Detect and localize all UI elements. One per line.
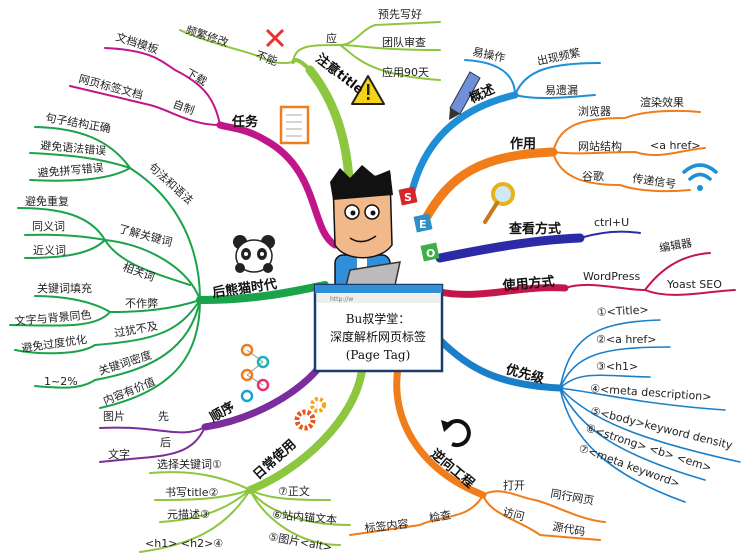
cube-letter: S <box>404 191 412 204</box>
node-source-code[interactable]: 源代码 <box>551 519 586 539</box>
node-priority-h1[interactable]: ③<h1> <box>596 360 638 373</box>
wifi-icon <box>682 163 718 191</box>
node-site-structure[interactable]: 网站结构 <box>578 139 622 153</box>
node-inspect[interactable]: 检查 <box>428 507 452 525</box>
node-editor[interactable]: 编辑器 <box>658 235 693 255</box>
x-icon <box>265 28 285 48</box>
node-view-method[interactable]: 查看方式 <box>508 221 561 237</box>
branch-usage-lines <box>436 252 736 298</box>
node-near-synonyms[interactable]: 近义词 <box>33 244 66 257</box>
node-body-text[interactable]: ⑦正文 <box>278 484 310 498</box>
browser-url: http://w <box>330 296 353 303</box>
node-understand-keywords[interactable]: 了解关键词 <box>117 221 174 249</box>
branch-daily-lines <box>139 366 366 553</box>
node-priority-title[interactable]: ①<Title> <box>596 303 648 319</box>
node-google[interactable]: 谷歌 <box>582 169 604 183</box>
node-tasks[interactable]: 任务 <box>231 114 259 130</box>
branch-overview-lines <box>406 59 601 204</box>
cartoon-character <box>330 165 401 291</box>
node-usage[interactable]: 使用方式 <box>501 274 555 295</box>
node-text-bg-same-color[interactable]: 文字与背景同色 <box>14 307 92 328</box>
undo-icon <box>441 419 471 448</box>
node-internal-anchor[interactable]: ⑥站内锚文本 <box>272 507 338 527</box>
branch-view-lines <box>435 230 641 263</box>
magnifier-icon <box>483 182 515 224</box>
node-ctrl-u[interactable]: ctrl+U <box>594 216 629 229</box>
node-a-href[interactable]: <a href> <box>650 139 701 152</box>
branch-function-lines <box>420 109 706 225</box>
node-syntax-grammar[interactable]: 句法和语法 <box>146 160 196 207</box>
node-should[interactable]: 应 <box>326 31 337 45</box>
node-visit[interactable]: 访问 <box>501 505 526 523</box>
node-team-review[interactable]: 团队审查 <box>382 35 426 49</box>
cube-letter: O <box>426 247 435 260</box>
node-function[interactable]: 作用 <box>510 136 536 152</box>
center-title-line2: 深度解析网页标签 <box>330 329 426 344</box>
node-related-words[interactable]: 相关词 <box>121 260 157 284</box>
center-title-line1: Bu叔学堂： <box>346 311 411 326</box>
node-avoid-repetition[interactable]: 避免重复 <box>25 194 69 208</box>
node-synonyms[interactable]: 同义词 <box>32 220 65 233</box>
node-yoast-seo[interactable]: Yoast SEO <box>666 278 722 291</box>
node-frequent-edit[interactable]: 频繁修改 <box>184 23 230 50</box>
node-write-title[interactable]: 书写title② <box>165 486 219 499</box>
node-render-effect[interactable]: 渲染效果 <box>640 95 684 109</box>
node-tag-content[interactable]: 标签内容 <box>364 516 409 535</box>
node-pass-signal[interactable]: 传递信号 <box>632 171 678 191</box>
node-keyword-stuffing[interactable]: 关键词填充 <box>37 281 92 295</box>
node-image[interactable]: 图片 <box>103 410 125 423</box>
node-browser[interactable]: 浏览器 <box>578 104 611 118</box>
branch-priority-lines <box>436 319 741 503</box>
node-peer-pages[interactable]: 同行网页 <box>549 487 595 507</box>
branch-tasks-lines <box>69 47 339 249</box>
branch-note-title-lines <box>179 21 441 255</box>
node-first[interactable]: 先 <box>158 410 169 423</box>
warning-icon <box>351 75 385 105</box>
node-wordpress[interactable]: WordPress <box>583 270 640 283</box>
node-meta-description[interactable]: 元描述③ <box>167 507 210 521</box>
node-no-cheating[interactable]: 不作弊 <box>125 297 158 310</box>
seo-cubes-icon: S E O <box>398 186 440 262</box>
center-title-line3: (Page Tag) <box>346 348 411 362</box>
pen-icon <box>449 71 481 120</box>
node-avoid-spelling-errors[interactable]: 避免拼写错误 <box>37 160 104 180</box>
node-cannot[interactable]: 不能 <box>254 48 279 69</box>
node-open[interactable]: 打开 <box>503 478 525 492</box>
node-write-ahead[interactable]: 预先写好 <box>378 7 422 21</box>
central-topic[interactable]: http://w Bu叔学堂： 深度解析网页标签 (Page Tag) <box>313 283 444 373</box>
node-density-range[interactable]: 1~2% <box>44 375 78 388</box>
clipboard-icon <box>279 105 310 145</box>
network-nodes-icon <box>240 343 270 403</box>
node-avoid-grammar-errors[interactable]: 避免语法错误 <box>40 138 107 158</box>
node-priority-meta-description[interactable]: ④<meta description> <box>590 382 712 403</box>
node-easy-operate[interactable]: 易操作 <box>471 44 506 65</box>
branch-reverse-lines <box>349 364 606 541</box>
node-download[interactable]: 下载 <box>184 66 210 88</box>
panda-icon <box>233 235 275 273</box>
node-image-alt[interactable]: ⑤图片<alt> <box>267 530 333 554</box>
gears-icon <box>294 397 326 431</box>
node-h1-h2[interactable]: <h1> <h2>④ <box>145 537 223 550</box>
node-easy-miss[interactable]: 易遗漏 <box>545 83 578 97</box>
cube-letter: E <box>419 218 427 231</box>
node-page-tag-doc[interactable]: 网页标签文档 <box>77 71 144 102</box>
node-priority-a-href[interactable]: ②<a href> <box>596 333 656 346</box>
node-text[interactable]: 文字 <box>108 447 130 461</box>
node-after[interactable]: 后 <box>160 436 171 449</box>
node-apply-90-days[interactable]: 应用90天 <box>382 65 429 79</box>
node-choose-keywords[interactable]: 选择关键词① <box>157 457 222 471</box>
